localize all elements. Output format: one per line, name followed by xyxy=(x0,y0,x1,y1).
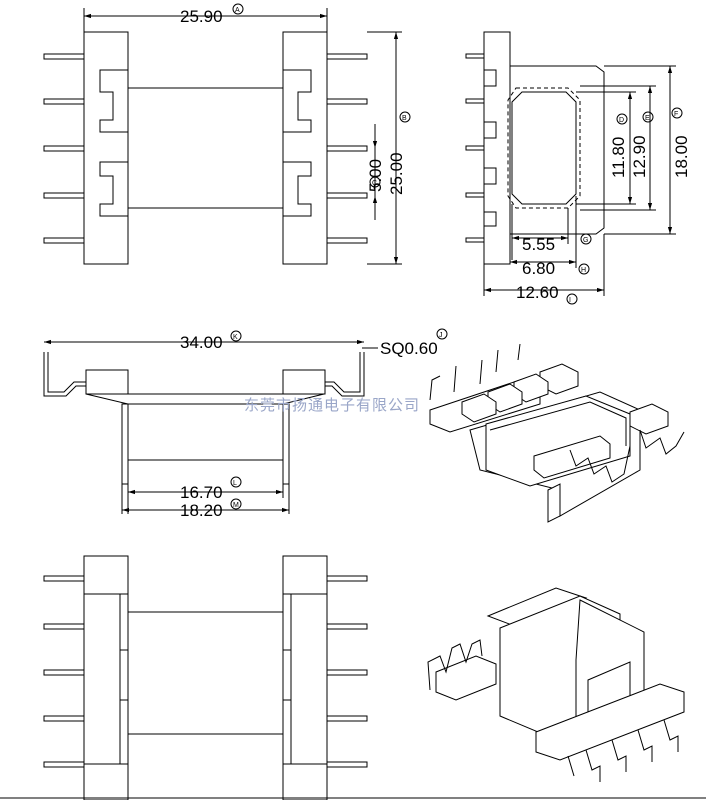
dim-e-value: 12.90 xyxy=(630,135,649,178)
dim-f-ref: F xyxy=(674,111,678,118)
bottom-left-pins xyxy=(43,575,85,768)
dim-f-value: 18.00 xyxy=(672,135,691,178)
dim-l-value: 16.70 xyxy=(180,483,223,502)
dim-d-ref: D xyxy=(619,117,624,124)
dim-h-value: 6.80 xyxy=(522,259,555,278)
dim-g-value: 5.55 xyxy=(522,235,555,254)
dim-height-value: 25.00 xyxy=(387,152,406,195)
dim-span-value: 34.00 xyxy=(180,333,223,352)
left-pins xyxy=(43,53,85,244)
dim-width-ref: A xyxy=(235,7,240,14)
dim-l-ref: L xyxy=(233,480,237,487)
side-pins xyxy=(465,53,485,243)
dim-d-value: 11.80 xyxy=(609,137,628,178)
top-view: 25.90 A 25.00 B 5.00 C xyxy=(43,3,411,265)
watermark-text: 东莞市扬通电子有限公司 xyxy=(244,396,420,414)
dim-sq-ref: J xyxy=(439,332,443,339)
dim-sq-value: SQ0.60 xyxy=(380,339,438,358)
isometric-view-bottom xyxy=(427,587,685,782)
dim-m-value: 18.20 xyxy=(180,501,223,520)
dim-h-ref: H xyxy=(581,267,586,274)
dim-i-value: 12.60 xyxy=(516,283,559,302)
dim-i-ref: I xyxy=(569,297,571,304)
dim-pitch-ref: C xyxy=(372,180,377,187)
dim-width-value: 25.90 xyxy=(180,7,223,26)
right-pins xyxy=(326,53,368,244)
dim-e-ref: E xyxy=(645,115,650,122)
bottom-view xyxy=(43,555,368,800)
dim-span-ref: K xyxy=(233,334,238,341)
isometric-view-top xyxy=(429,343,685,523)
side-view: 11.80 D 12.90 E 18.00 F 5.55 G 6.80 H 12… xyxy=(465,31,691,305)
front-view: 34.00 K SQ0.60 J 16.70 L 18.20 M xyxy=(43,328,448,520)
dim-m-ref: M xyxy=(233,502,239,509)
bottom-right-pins xyxy=(326,575,368,768)
dim-g-ref: G xyxy=(583,237,588,244)
dim-height-ref: B xyxy=(402,115,407,122)
